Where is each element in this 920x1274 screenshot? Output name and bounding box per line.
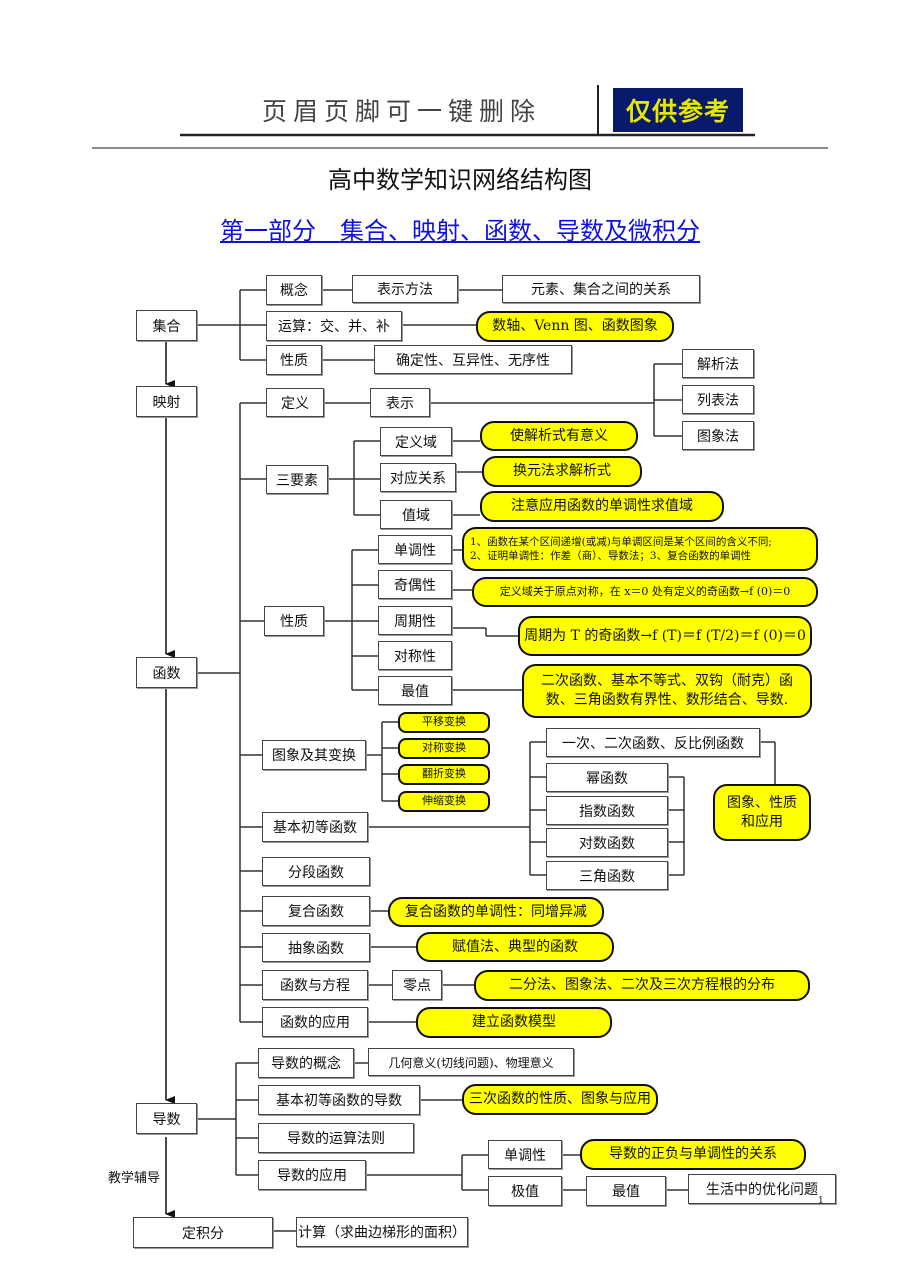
- note-monotonicity-line-2: 2、证明单调性：作差（商）、导数法；3、复合函数的单调性: [470, 550, 752, 562]
- note-monotonicity: 1、函数在某个区间递增(或减)与单调区间是某个区间的含义不同; 2、证明单调性：…: [462, 527, 818, 571]
- node-function-application: 函数的应用: [262, 1007, 368, 1037]
- note-parity: 定义域关于原点对称，在 x＝0 处有定义的奇函数→f (0)＝0: [472, 577, 818, 607]
- reference-only-badge: 仅供参考: [613, 88, 743, 132]
- page-number: 1: [818, 1196, 824, 1206]
- footer-label: 教学辅导: [108, 1171, 161, 1186]
- node-mapping: 映射: [136, 386, 197, 417]
- header-watermark-text: 页眉页脚可一键删除: [262, 97, 542, 126]
- node-composite: 复合函数: [262, 896, 370, 926]
- node-func-representation: 表示: [370, 388, 430, 417]
- note-zero-point: 二分法、图象法、二次及三次方程根的分布: [474, 970, 810, 1001]
- node-integral-calculation: 计算（求曲边梯形的面积）: [296, 1217, 468, 1247]
- node-func-properties: 性质: [264, 606, 324, 636]
- page-title: 高中数学知识网络结构图: [328, 166, 592, 194]
- node-basic-functions: 基本初等函数: [262, 812, 368, 842]
- note-composite: 复合函数的单调性：同增异减: [388, 897, 604, 927]
- node-zero-point: 零点: [392, 970, 442, 1000]
- node-set-properties-detail: 确定性、互异性、无序性: [374, 345, 572, 374]
- note-set-operations: 数轴、Venn 图、函数图象: [476, 311, 674, 342]
- node-parity: 奇偶性: [378, 570, 452, 599]
- node-logarithmic-function: 对数函数: [546, 828, 668, 857]
- note-periodicity: 周期为 T 的奇函数→f (T)＝f (T/2)＝f (0)＝0: [518, 616, 812, 656]
- node-set-representation: 表示方法: [352, 275, 458, 303]
- node-derivative-concept: 导数的概念: [258, 1048, 354, 1078]
- node-func-definition: 定义: [266, 388, 324, 417]
- node-abstract: 抽象函数: [262, 933, 370, 962]
- note-range: 注意应用函数的单调性求值域: [480, 491, 724, 522]
- node-reflection: 对称变换: [398, 738, 490, 759]
- note-extreme-value: 二次函数、基本不等式、双钩（耐克）函数、三角函数有界性、数形结合、导数.: [522, 664, 812, 718]
- node-set-properties: 性质: [266, 345, 322, 375]
- node-derivative-extremum: 极值: [488, 1176, 562, 1206]
- node-scaling: 伸缩变换: [398, 791, 490, 812]
- node-derivative-application: 导数的应用: [258, 1160, 366, 1190]
- node-domain: 定义域: [380, 427, 452, 456]
- node-set-operations: 运算：交、并、补: [266, 311, 402, 341]
- node-function-equation: 函数与方程: [262, 970, 368, 1000]
- node-basic-derivatives: 基本初等函数的导数: [258, 1085, 420, 1115]
- note-cubic-function: 三次函数的性质、图象与应用: [462, 1084, 658, 1115]
- node-table-method: 列表法: [682, 385, 754, 414]
- note-domain: 使解析式有意义: [480, 421, 638, 451]
- node-piecewise: 分段函数: [262, 857, 370, 886]
- note-derivative-monotonicity: 导数的正负与单调性的关系: [580, 1139, 806, 1170]
- node-set-concept: 概念: [266, 275, 322, 305]
- section-subtitle-link[interactable]: 第一部分 集合、映射、函数、导数及微积分: [220, 217, 700, 245]
- note-function-application: 建立函数模型: [416, 1007, 612, 1038]
- node-three-elements: 三要素: [266, 465, 328, 494]
- node-set: 集合: [136, 310, 197, 341]
- node-set-relation: 元素、集合之间的关系: [502, 275, 700, 303]
- node-symmetry: 对称性: [378, 641, 452, 670]
- note-monotonicity-line-1: 1、函数在某个区间递增(或减)与单调区间是某个区间的含义不同;: [470, 535, 772, 548]
- node-graph-transform: 图象及其变换: [262, 740, 366, 770]
- node-derivative-monotonicity: 单调性: [488, 1140, 562, 1169]
- node-derivative-rules: 导数的运算法则: [258, 1123, 414, 1153]
- node-optimization: 生活中的优化问题: [688, 1174, 836, 1204]
- note-abstract: 赋值法、典型的函数: [416, 932, 614, 962]
- node-function: 函数: [136, 657, 197, 688]
- node-exponential-function: 指数函数: [546, 796, 668, 825]
- node-derivative: 导数: [136, 1103, 197, 1134]
- node-power-function: 幂函数: [546, 763, 668, 792]
- node-translation: 平移变换: [398, 712, 490, 733]
- node-range: 值域: [380, 500, 452, 529]
- node-extreme-value: 最值: [378, 676, 452, 705]
- node-definite-integral: 定积分: [133, 1217, 273, 1248]
- note-graph-properties: 图象、性质和应用: [713, 784, 811, 841]
- node-monotonicity: 单调性: [378, 535, 452, 564]
- node-correspondence: 对应关系: [380, 463, 456, 492]
- node-periodicity: 周期性: [378, 606, 452, 635]
- node-linear-quadratic: 一次、二次函数、反比例函数: [546, 728, 760, 757]
- node-derivative-max-min: 最值: [586, 1176, 666, 1206]
- node-graph-method: 图象法: [682, 421, 754, 450]
- node-analytic-method: 解析法: [682, 349, 754, 378]
- node-trig-function: 三角函数: [546, 861, 668, 890]
- section-subtitle[interactable]: 第一部分 集合、映射、函数、导数及微积分: [0, 211, 920, 246]
- node-derivative-meaning: 几何意义(切线问题)、物理意义: [368, 1048, 574, 1076]
- node-folding: 翻折变换: [398, 764, 490, 785]
- note-correspondence: 换元法求解析式: [482, 456, 642, 487]
